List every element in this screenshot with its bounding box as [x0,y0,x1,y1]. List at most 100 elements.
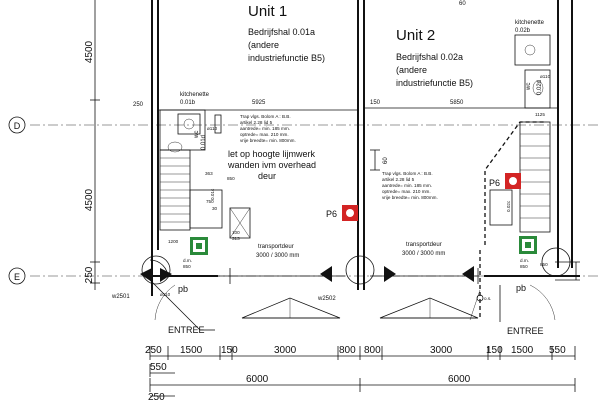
grid-bubble-d [8,116,26,134]
grid-bubble-e [8,267,26,285]
dim-top-150: 150 [370,100,381,106]
stair-note-unit-1: Trap vlgs. Bolom A : B.B. artikel 2.28 l… [240,114,296,143]
unit-1-label: Unit 1 Bedrijfshal 0.01a (andere industr… [248,3,325,63]
grid-label-e: E [14,272,20,282]
dimension-row-3: 6000 6000 [149,374,576,392]
svg-text:850: 850 [520,264,528,269]
dimension-row-1: 250 1500 150 3000 800 800 3000 150 1500 … [145,345,576,360]
marker-left [140,268,152,282]
svg-text:aantrede= min. 185 mm.: aantrede= min. 185 mm. [240,126,290,131]
transport-door-2-size: 3000 / 3000 mm [402,251,445,257]
entrance-circle-unit-2 [345,255,375,285]
transport-door-1-label: transportdeur [258,244,294,250]
dimension-row-2: 550 [149,362,175,377]
dim-left-4500-top: 4500 [84,40,95,63]
svg-text:800: 800 [339,345,356,356]
svg-text:optrede= max. 210 mm.: optrede= max. 210 mm. [240,132,289,137]
svg-text:Trap vlgs. Bolom A : B.B.: Trap vlgs. Bolom A : B.B. [382,171,433,176]
unit-1-line-3: industriefunctie B5) [248,53,325,63]
warning-line-2: wanden ivm overhead [227,160,316,170]
kitchenette-unit-2-code: 0.02b [515,28,531,34]
entrance-circle-unit-1 [141,255,171,285]
stair-unit-1 [159,109,251,239]
wc-unit-1: wc [194,131,200,139]
kitchenette-unit-1-name: kitchenette [180,92,210,98]
svg-text:250: 250 [145,345,162,356]
unit-1-line-1: Bedrijfshal 0.01a [248,27,315,37]
entrance-unit-2: ENTREE [507,326,544,336]
ramps [241,297,479,319]
svg-text:30: 30 [212,206,218,211]
marker-mid [320,266,332,282]
exit-signs [190,236,537,255]
svg-text:850: 850 [183,264,191,269]
svg-text:750: 750 [206,199,214,204]
toilet-unit-2 [532,80,544,96]
kitchenette-unit-1-code: 0.01b [180,100,196,106]
wc-unit-2: wc [526,83,532,91]
svg-text:Trap vlgs. Bolom A : B.B.: Trap vlgs. Bolom A : B.B. [240,114,291,119]
svg-text:150: 150 [486,345,503,356]
svg-text:0.02c: 0.02c [506,200,511,212]
svg-text:3000: 3000 [430,345,453,356]
transport-door-unit-2: transportdeur 3000 / 3000 mm [402,242,445,257]
pb-label-unit-1: pb [178,284,188,294]
svg-text:artikel 2.28 lid 5: artikel 2.28 lid 5 [382,177,415,182]
unit-1-title: Unit 1 [248,3,287,20]
svg-text:1200: 1200 [168,239,179,244]
wall-tag-w2501: w2501 [111,294,130,300]
svg-text:3000: 3000 [274,345,297,356]
unit-2-title: Unit 2 [396,27,435,44]
fire-extinguishers: P6 P6 [326,173,521,221]
svg-text:ø110: ø110 [540,74,551,79]
fire-label-unit-1: P6 [326,209,337,219]
small-dimensions: 363 850 750 30 1200 100 313 ø110 ø110 11… [160,74,551,301]
svg-text:d.m.: d.m. [183,258,192,263]
svg-text:ø110: ø110 [160,292,171,297]
svg-text:150: 150 [221,345,238,356]
warning-note: let op hoogte lijmwerk wanden ivm overhe… [227,149,389,181]
dim-left-4500-bottom: 4500 [84,188,95,211]
svg-text:artikel 2.28 lid 5: artikel 2.28 lid 5 [240,120,273,125]
wall-tag-w2502: w2502 [317,296,336,302]
warning-line-3: deur [258,171,276,181]
warning-line-1: let op hoogte lijmwerk [228,149,316,159]
kitchenette-unit-2-sink [514,34,551,66]
svg-text:363: 363 [205,171,213,176]
grid-lines: D E [8,116,600,285]
svg-text:aantrede= min. 185 mm.: aantrede= min. 185 mm. [382,183,432,188]
unit-2-line-2: (andere [396,65,427,75]
walls [150,0,580,296]
toilet-unit-1 [167,141,183,153]
entrance-circle-right [541,247,571,277]
svg-text:313: 313 [232,236,240,241]
wc-code-unit-1: 0.01d [201,135,207,150]
grid-label-d: D [14,121,21,131]
wc-code-unit-2: 0.02d [537,80,543,95]
svg-text:d.m.: d.m. [520,258,529,263]
stair-note-unit-2: Trap vlgs. Bolom A : B.B. artikel 2.28 l… [382,171,438,200]
entrance-unit-1: ENTREE [168,325,205,335]
transport-door-1-size: 3000 / 3000 mm [256,253,299,259]
marker-right [462,266,474,282]
top-dimensions: 250 5925 150 5850 60 [133,1,466,108]
svg-text:850: 850 [540,262,548,267]
dim-top-5850: 5850 [450,100,464,106]
fire-label-unit-2: P6 [489,178,500,188]
svg-text:vrije breedte= min. 800mm.: vrije breedte= min. 800mm. [382,195,438,200]
svg-text:optrede= max. 210 mm.: optrede= max. 210 mm. [382,189,431,194]
unit-1-line-2: (andere [248,40,279,50]
kitchenette-unit-2-name: kitchenette [515,20,545,26]
pb-label-unit-2: pb [516,283,526,293]
svg-text:100: 100 [232,230,240,235]
svg-text:550: 550 [549,345,566,356]
kitchenette-unit-1-sink [177,113,201,135]
warning-dim: 60 [383,157,389,164]
unit-2-line-3: industriefunctie B5) [396,78,473,88]
transport-door-unit-1: transportdeur 3000 / 3000 mm [256,244,299,259]
door-swings [141,247,571,331]
os-label: o.s. [484,296,491,301]
markers [140,266,484,302]
stair-unit-2 [479,34,551,320]
